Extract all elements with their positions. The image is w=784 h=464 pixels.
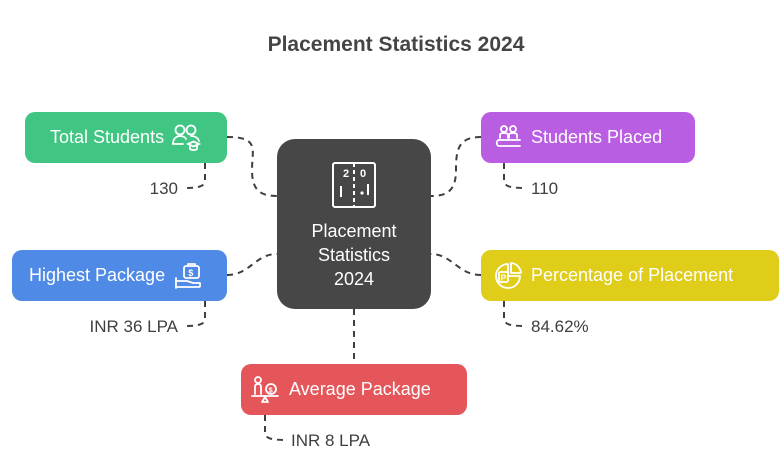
value-average-package: INR 8 LPA [291, 431, 371, 450]
svg-text:0: 0 [360, 168, 366, 180]
center-label: Placement Statistics 2024 [311, 221, 397, 289]
connector-total-students [226, 136, 278, 197]
node-highest-package: Highest Package $ [12, 250, 227, 301]
node-average-package: $ Average Package [241, 364, 467, 415]
node-label: Average Package [289, 379, 431, 399]
connector-percentage [430, 253, 482, 276]
pie-chart-p-icon: P [493, 261, 523, 291]
group-seated-icon [493, 123, 523, 153]
connector-highest-package [226, 253, 278, 276]
diagram-title: Placement Statistics 2024 [267, 33, 525, 56]
person-balance-coin-icon: $ [250, 375, 280, 405]
value-total-students: 130 [149, 179, 178, 198]
node-label: Students Placed [531, 127, 663, 147]
node-total-students: Total Students [25, 112, 227, 163]
connector-students-placed [430, 136, 482, 197]
value-highest-package: INR 36 LPA [89, 317, 178, 336]
value-leader-percent [503, 301, 526, 327]
node-label: Total Students [50, 127, 165, 147]
value-leader-total [184, 163, 206, 189]
scoreboard-icon: 2 0 [277, 160, 431, 210]
center-node: 2 0 Placement Statistics 2024 [277, 139, 431, 309]
node-label: Percentage of Placement [531, 265, 734, 285]
node-percentage-of-placement: P Percentage of Placement [481, 250, 779, 301]
node-label: Highest Package [29, 265, 166, 285]
value-leader-highest [184, 301, 206, 327]
value-students-placed: 110 [531, 179, 559, 198]
value-percentage-of-placement: 84.62% [531, 317, 589, 336]
hand-money-briefcase-icon: $ [173, 261, 203, 291]
svg-text:2: 2 [343, 168, 349, 180]
value-leader-placed [503, 163, 526, 189]
students-graduation-icon [171, 123, 202, 153]
svg-text:P: P [501, 272, 507, 282]
svg-text:$: $ [188, 268, 193, 278]
value-leader-average [264, 415, 287, 441]
node-students-placed: Students Placed [481, 112, 695, 163]
svg-text:$: $ [269, 385, 274, 394]
